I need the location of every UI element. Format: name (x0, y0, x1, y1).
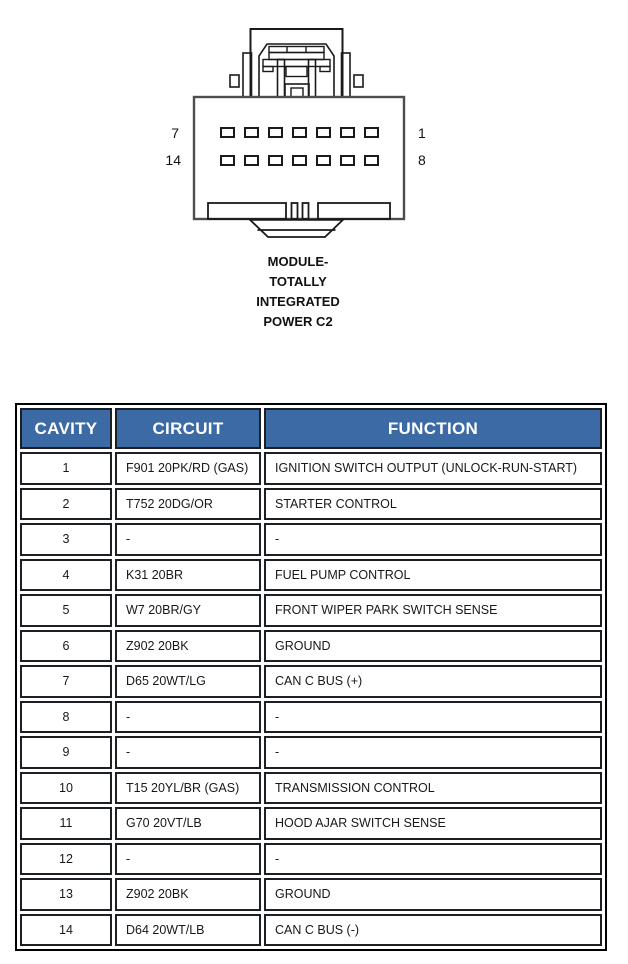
function-cell: FRONT WIPER PARK SWITCH SENSE (264, 594, 602, 627)
function-cell: HOOD AJAR SWITCH SENSE (264, 807, 602, 840)
col-header-function: FUNCTION (264, 408, 602, 449)
cavity-cell: 5 (20, 594, 112, 627)
table-row: 12 - - (20, 842, 602, 875)
table-row: 1 F901 20PK/RD (GAS) IGNITION SWITCH OUT… (20, 452, 602, 485)
function-cell: - (264, 736, 602, 769)
cavity-cell: 1 (20, 452, 112, 485)
circuit-cell: G70 20VT/LB (115, 807, 261, 840)
function-cell: - (264, 842, 602, 875)
circuit-cell: Z902 20BK (115, 629, 261, 662)
table-row: 7 D65 20WT/LG CAN C BUS (+) (20, 665, 602, 698)
circuit-cell: - (115, 700, 261, 733)
cavity-cell: 2 (20, 487, 112, 520)
circuit-cell: F901 20PK/RD (GAS) (115, 452, 261, 485)
function-cell: CAN C BUS (+) (264, 665, 602, 698)
connector-bottom-strip (207, 202, 391, 220)
table-row: 4 K31 20BR FUEL PUMP CONTROL (20, 558, 602, 591)
connector-pins (220, 127, 379, 166)
table-row: 14 D64 20WT/LB CAN C BUS (-) (20, 913, 602, 946)
cavity-cell: 10 (20, 771, 112, 804)
pin-number-labels: 7 14 1 8 (165, 125, 426, 168)
circuit-cell: T752 20DG/OR (115, 487, 261, 520)
circuit-cell: D64 20WT/LB (115, 913, 261, 946)
header-row: CAVITY CIRCUIT FUNCTION (20, 408, 602, 449)
pin-label-14: 14 (165, 152, 181, 168)
table-row: 10 T15 20YL/BR (GAS) TRANSMISSION CONTRO… (20, 771, 602, 804)
circuit-cell: W7 20BR/GY (115, 594, 261, 627)
function-cell: - (264, 700, 602, 733)
col-header-cavity: CAVITY (20, 408, 112, 449)
cavity-cell: 11 (20, 807, 112, 840)
function-cell: CAN C BUS (-) (264, 913, 602, 946)
circuit-cell: - (115, 523, 261, 556)
connector-latch (229, 28, 364, 98)
function-cell: FUEL PUMP CONTROL (264, 558, 602, 591)
pin-label-1: 1 (418, 125, 426, 141)
function-cell: STARTER CONTROL (264, 487, 602, 520)
col-header-circuit: CIRCUIT (115, 408, 261, 449)
cavity-cell: 13 (20, 878, 112, 911)
function-cell: IGNITION SWITCH OUTPUT (UNLOCK-RUN-START… (264, 452, 602, 485)
cavity-cell: 6 (20, 629, 112, 662)
pinout-table: CAVITY CIRCUIT FUNCTION 1 F901 20PK/RD (… (15, 403, 607, 951)
connector-body (192, 95, 406, 221)
function-cell: TRANSMISSION CONTROL (264, 771, 602, 804)
cavity-cell: 9 (20, 736, 112, 769)
function-cell: - (264, 523, 602, 556)
cavity-cell: 12 (20, 842, 112, 875)
table-row: 11 G70 20VT/LB HOOD AJAR SWITCH SENSE (20, 807, 602, 840)
cavity-cell: 3 (20, 523, 112, 556)
table-row: 5 W7 20BR/GY FRONT WIPER PARK SWITCH SEN… (20, 594, 602, 627)
function-cell: GROUND (264, 878, 602, 911)
cavity-cell: 8 (20, 700, 112, 733)
circuit-cell: - (115, 842, 261, 875)
table-row: 9 - - (20, 736, 602, 769)
connector-caption: MODULE- TOTALLY INTEGRATED POWER C2 (256, 254, 340, 329)
circuit-cell: Z902 20BK (115, 878, 261, 911)
cavity-cell: 14 (20, 913, 112, 946)
table-row: 3 - - (20, 523, 602, 556)
function-cell: GROUND (264, 629, 602, 662)
connector-diagram: 7 14 1 8 (165, 28, 426, 238)
cavity-cell: 4 (20, 558, 112, 591)
circuit-cell: - (115, 736, 261, 769)
circuit-cell: D65 20WT/LG (115, 665, 261, 698)
pin-label-7: 7 (171, 125, 179, 141)
table-row: 6 Z902 20BK GROUND (20, 629, 602, 662)
pinout-table-container: CAVITY CIRCUIT FUNCTION 1 F901 20PK/RD (… (15, 403, 607, 951)
circuit-cell: T15 20YL/BR (GAS) (115, 771, 261, 804)
connector-bottom-wedge (247, 218, 346, 238)
cavity-cell: 7 (20, 665, 112, 698)
table-row: 8 - - (20, 700, 602, 733)
table-row: 2 T752 20DG/OR STARTER CONTROL (20, 487, 602, 520)
circuit-cell: K31 20BR (115, 558, 261, 591)
pin-label-8: 8 (418, 152, 426, 168)
table-row: 13 Z902 20BK GROUND (20, 878, 602, 911)
